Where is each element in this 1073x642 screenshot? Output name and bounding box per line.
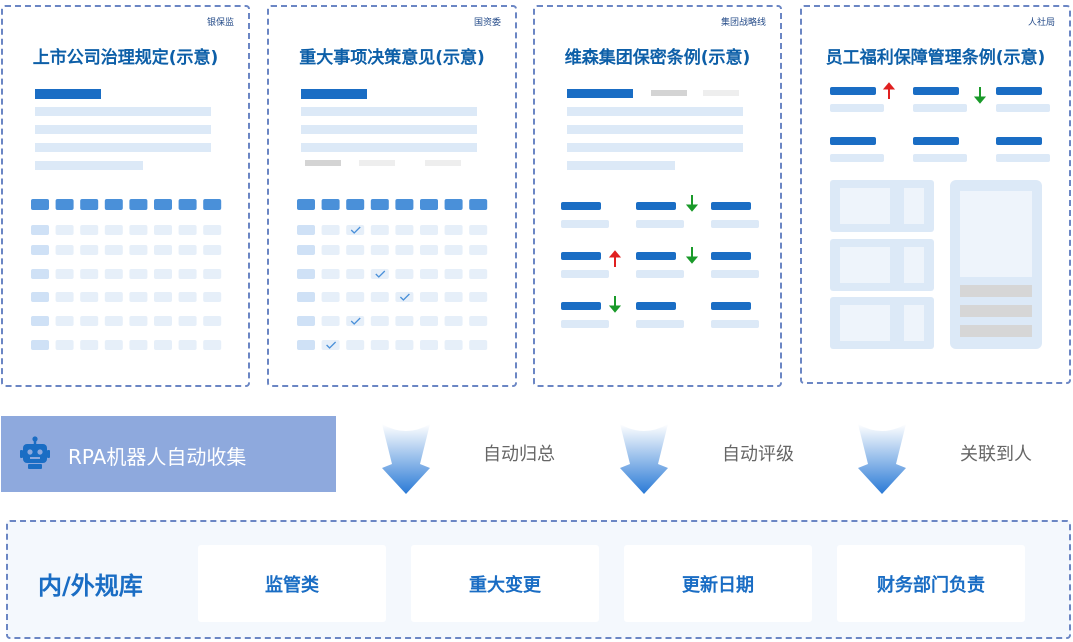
regulation-card-1: 银保监 上市公司治理规定(示意)	[1, 5, 250, 387]
library-title: 内/外规库	[38, 572, 143, 600]
step-label-aggregate: 自动归总	[483, 444, 555, 465]
document-preview	[297, 89, 488, 350]
step-label-rating: 自动评级	[722, 444, 794, 465]
library-category[interactable]: 更新日期	[624, 545, 812, 622]
regulation-card-2: 国资委 重大事项决策意见(示意)	[267, 5, 517, 387]
rpa-label: RPA机器人自动收集	[68, 445, 247, 469]
rpa-collector-box: RPA机器人自动收集	[1, 416, 336, 492]
source-tag: 国资委	[473, 18, 501, 28]
regulation-card-3: 集团战略线 维森集团保密条例(示意)	[533, 5, 782, 387]
robot-icon	[20, 436, 50, 469]
card-title: 重大事项决策意见(示意)	[299, 48, 485, 68]
down-arrow-icon	[620, 424, 668, 494]
source-tag: 人社局	[1027, 18, 1055, 28]
card-title: 员工福利保障管理条例(示意)	[825, 48, 1046, 68]
document-preview	[830, 82, 1050, 349]
library-category[interactable]: 财务部门负责	[837, 545, 1025, 622]
down-arrow-icon	[858, 424, 906, 494]
source-tag: 银保监	[206, 18, 234, 28]
regulation-card-4: 人社局 员工福利保障管理条例(示意)	[800, 5, 1071, 384]
document-preview	[31, 89, 222, 350]
step-label-link-person: 关联到人	[960, 444, 1032, 465]
card-title: 上市公司治理规定(示意)	[32, 48, 219, 68]
document-preview	[561, 89, 759, 328]
source-tag: 集团战略线	[720, 18, 766, 28]
library-category[interactable]: 监管类	[198, 545, 386, 622]
down-arrow-icon	[382, 424, 430, 494]
library-category[interactable]: 重大变更	[411, 545, 599, 622]
card-title: 维森集团保密条例(示意)	[564, 48, 751, 68]
rules-library: 内/外规库 监管类 重大变更 更新日期 财务部门负责	[6, 520, 1071, 639]
